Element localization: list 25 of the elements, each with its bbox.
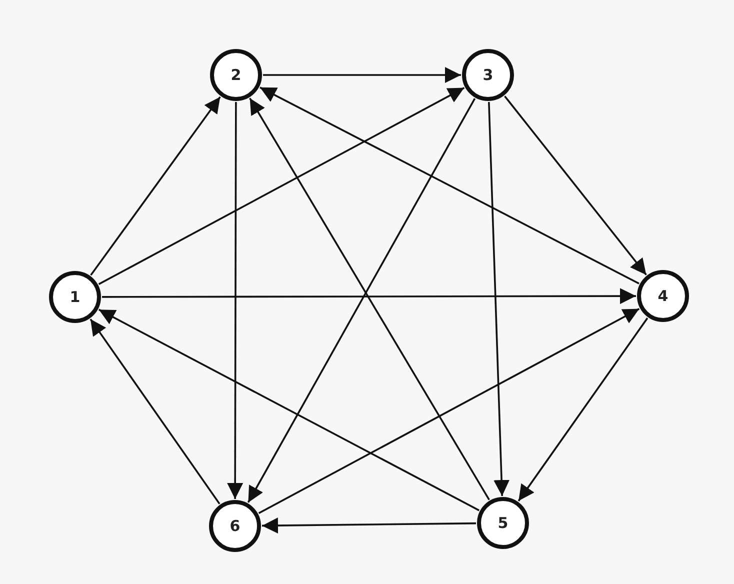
arrow [504, 96, 647, 276]
arrow [518, 318, 648, 502]
arrow [258, 308, 640, 514]
graph-node [637, 270, 689, 322]
graph-node [209, 500, 261, 552]
graph-node [210, 49, 262, 101]
node-number: 2 [230, 66, 242, 84]
arrow [102, 288, 636, 304]
node-number: 6 [230, 517, 240, 535]
graph-node [49, 271, 101, 323]
arrow [260, 86, 640, 284]
arrow [90, 318, 220, 504]
graph-node [477, 497, 529, 549]
arrow [98, 87, 465, 285]
arrow [227, 102, 244, 499]
graph-node [462, 49, 514, 101]
node-number: 5 [498, 514, 508, 532]
arrow [98, 308, 480, 512]
arrow [488, 102, 510, 496]
arrow [262, 518, 476, 534]
arrow [263, 67, 461, 83]
node-number: 1 [70, 288, 80, 306]
node-number: 3 [482, 66, 494, 84]
node-number: 4 [658, 287, 668, 305]
arrow [90, 96, 221, 276]
